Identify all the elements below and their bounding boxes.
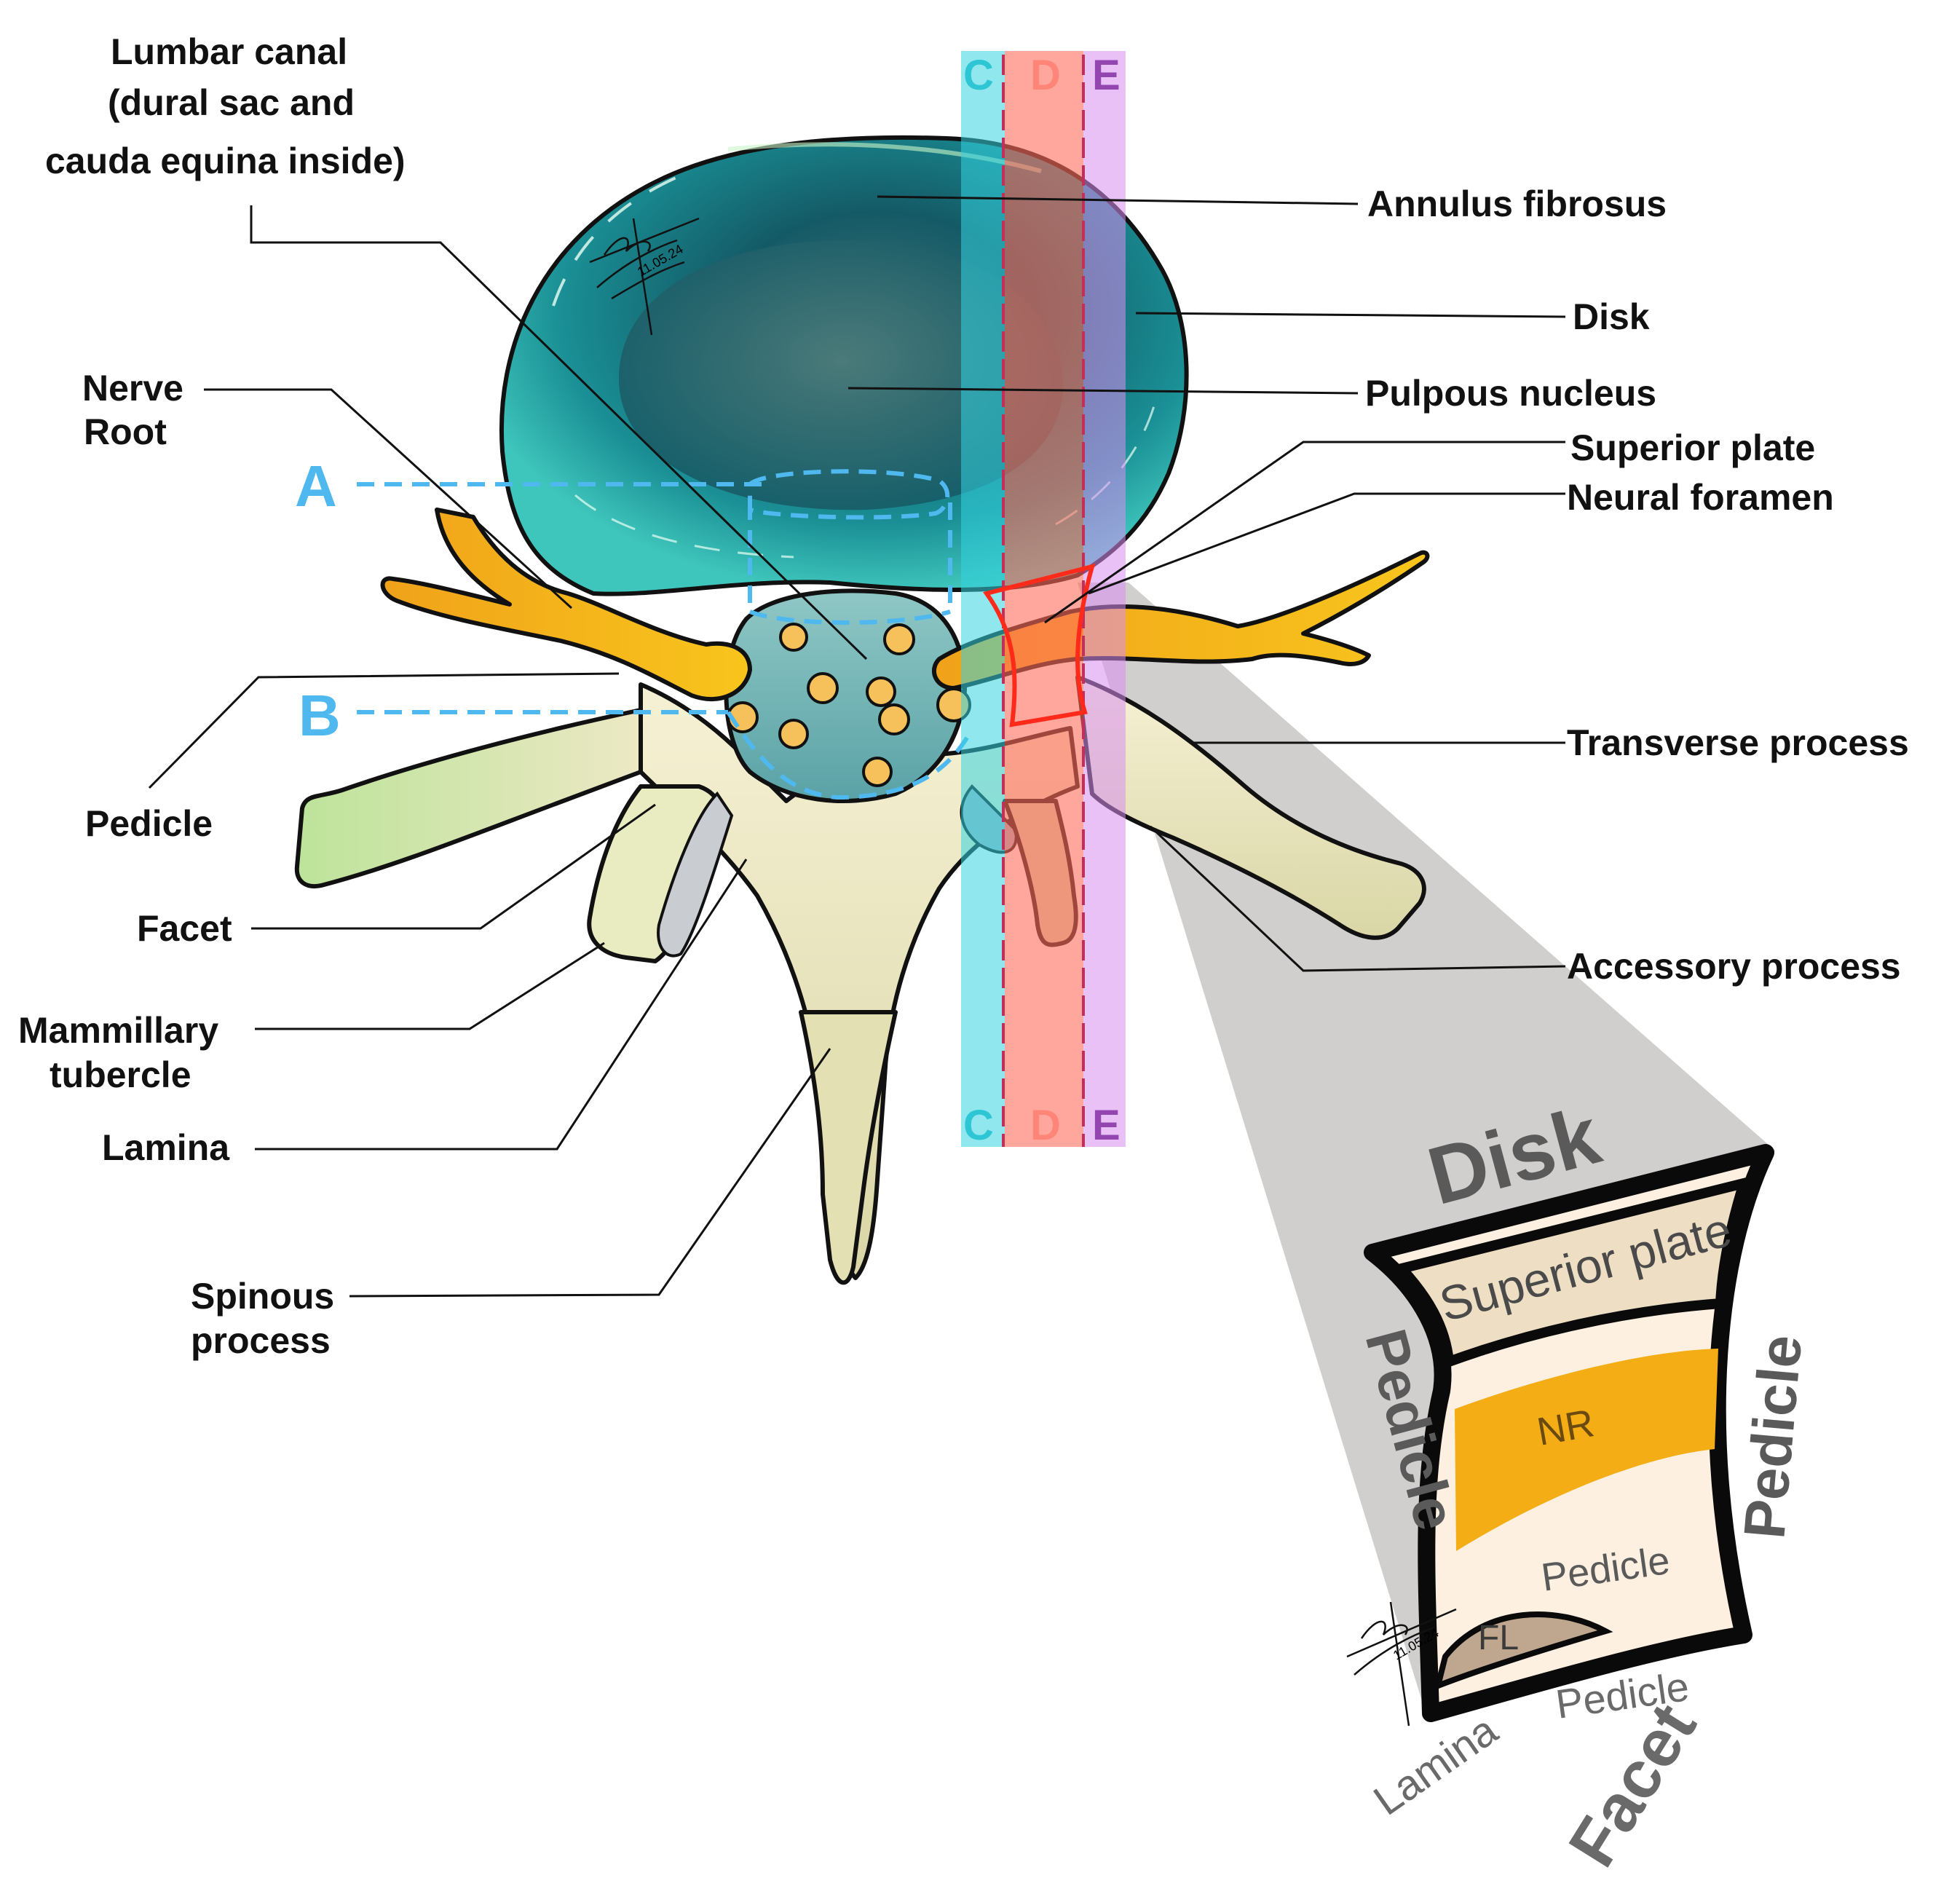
band-d [1005, 51, 1083, 1147]
inset-pedicle-right: Pedicle [1731, 1333, 1814, 1542]
band-c [961, 51, 1005, 1147]
label-pedicle: Pedicle [85, 803, 213, 844]
neural-foramen-outline [982, 563, 1096, 727]
band-e-letter-bottom: E [1092, 1102, 1121, 1149]
label-nerve-root-1: Nerve [82, 368, 183, 409]
label-superior-plate: Superior plate [1570, 427, 1815, 468]
left-transverse-process [294, 708, 643, 888]
label-lumbar-canal-1: Lumbar canal [111, 31, 347, 72]
label-mammillary-1: Mammillary [18, 1010, 218, 1051]
label-mammillary-2: tubercle [50, 1054, 191, 1095]
label-disk: Disk [1573, 296, 1650, 337]
section-lines [357, 469, 971, 800]
inset-fl-label: FL [1478, 1619, 1519, 1657]
label-neural-foramen: Neural foramen [1567, 477, 1834, 518]
band-d-letter-top: D [1030, 52, 1061, 99]
section-a-marker: A [295, 454, 337, 518]
label-transverse-process: Transverse process [1567, 722, 1909, 763]
inset-nr-label: NR [1534, 1401, 1597, 1454]
left-facet-surface [657, 791, 734, 958]
label-spinous-2: process [191, 1320, 331, 1361]
leader-lines [148, 195, 1566, 1298]
label-annulus-fibrosus: Annulus fibrosus [1367, 184, 1667, 224]
inset-lamina-label: Lamina [1365, 1706, 1506, 1825]
inset-fl-region [1434, 1611, 1613, 1691]
inset-nr-band [1455, 1349, 1718, 1551]
band-e [1083, 51, 1126, 1147]
section-b-marker: B [299, 683, 341, 748]
label-pulpous-nucleus: Pulpous nucleus [1365, 373, 1656, 414]
label-facet: Facet [137, 908, 232, 949]
label-nerve-root-2: Root [84, 411, 167, 452]
right-transverse-process [1075, 675, 1426, 940]
label-lumbar-canal-2: (dural sac and [108, 82, 355, 123]
band-c-letter-bottom: C [963, 1102, 994, 1149]
band-c-letter-top: C [963, 52, 994, 99]
label-lamina: Lamina [102, 1127, 230, 1168]
anatomy-labels: Lumbar canal (dural sac and cauda equina… [18, 31, 1909, 1361]
section-bands: C D E C D E [961, 51, 1126, 1149]
band-d-letter-bottom: D [1030, 1102, 1061, 1149]
spinous-process [799, 1010, 898, 1285]
foramen-inset: Disk Superior plate Pedicle Pedicle NR P… [1354, 1089, 1814, 1879]
label-spinous-1: Spinous [191, 1276, 334, 1317]
label-accessory-process: Accessory process [1567, 946, 1901, 987]
pulpous-nucleus [619, 240, 1064, 510]
band-e-letter-top: E [1092, 52, 1121, 99]
label-lumbar-canal-3: cauda equina inside) [45, 141, 406, 181]
inset-superior-plate [1391, 1176, 1752, 1369]
